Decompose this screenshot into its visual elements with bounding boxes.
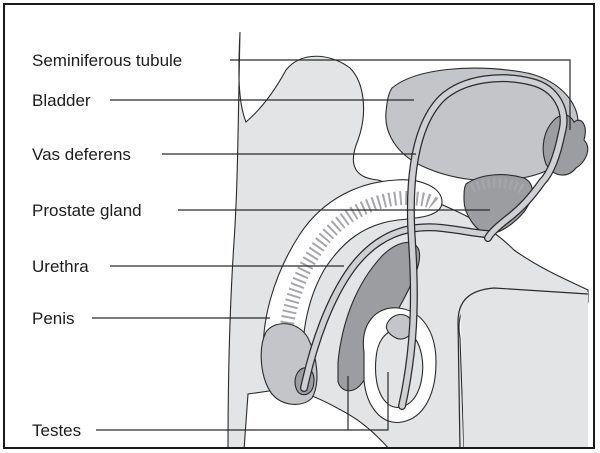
anatomy-diagram: Seminiferous tubule Bladder Vas deferens… [5,5,595,449]
label-bladder: Bladder [32,91,91,110]
leg-front [460,284,588,449]
label-urethra: Urethra [32,257,89,276]
diagram-frame: Seminiferous tubule Bladder Vas deferens… [3,3,595,449]
label-vas-deferens: Vas deferens [32,145,131,164]
label-seminiferous-tubule: Seminiferous tubule [32,51,182,70]
label-prostate-gland: Prostate gland [32,201,142,220]
label-testes: Testes [32,421,81,440]
label-penis: Penis [32,309,75,328]
